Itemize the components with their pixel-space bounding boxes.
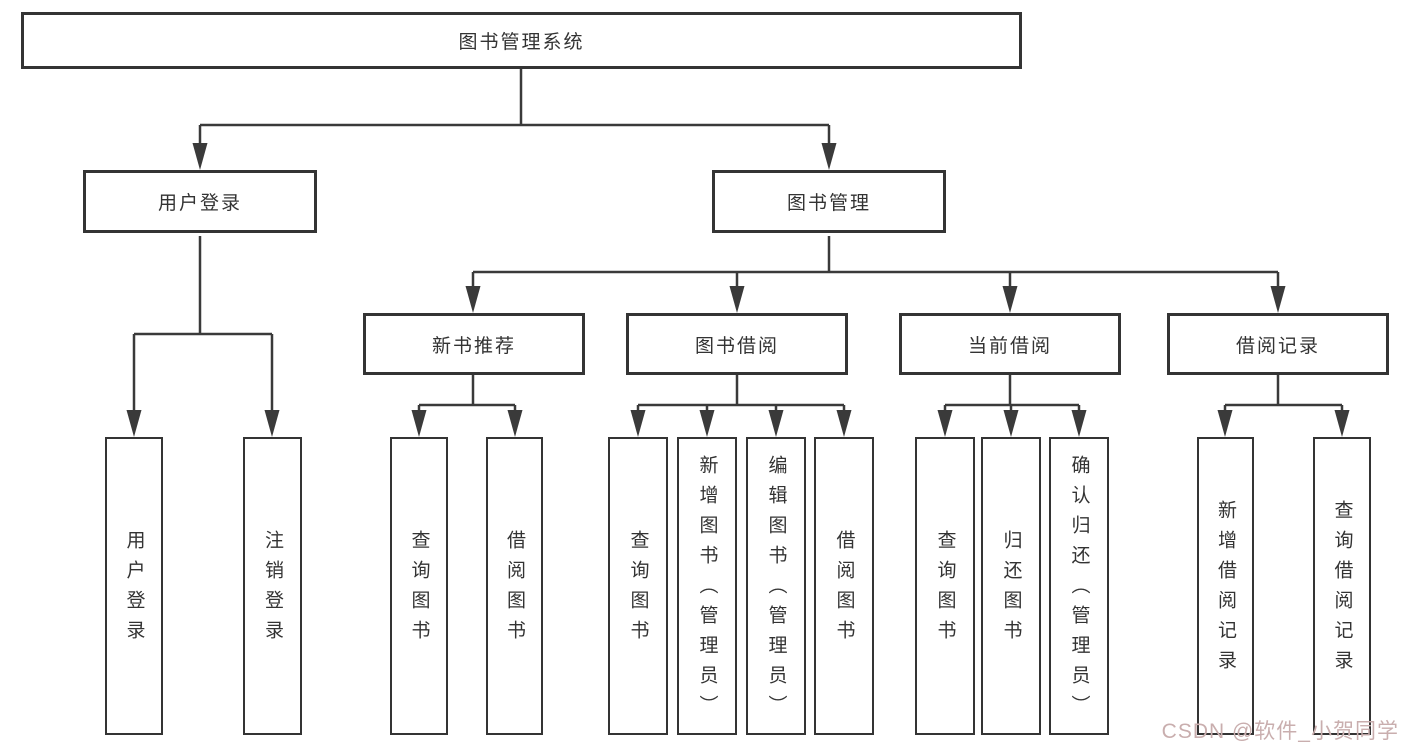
leaf-confirm-return-admin: 确认归还（管理员）: [1049, 437, 1109, 735]
node-borrowing-records: 借阅记录: [1167, 313, 1389, 375]
leaf-edit-books-admin: 编辑图书（管理员）: [746, 437, 806, 735]
leaf-add-borrow-record: 新增借阅记录: [1197, 437, 1254, 735]
csdn-watermark: CSDN @软件_小贺同学: [1161, 720, 1399, 743]
leaf-query-borrow-record: 查询借阅记录: [1313, 437, 1371, 735]
node-user-login: 用户登录: [83, 170, 317, 233]
node-book-management: 图书管理: [712, 170, 946, 233]
leaf-query-books-borrowing: 查询图书: [608, 437, 668, 735]
leaf-borrow-books-recommend: 借阅图书: [486, 437, 543, 735]
leaf-add-books-admin: 新增图书（管理员）: [677, 437, 737, 735]
node-book-borrowing: 图书借阅: [626, 313, 848, 375]
leaf-user-login: 用户登录: [105, 437, 163, 735]
leaf-query-books-recommend: 查询图书: [390, 437, 448, 735]
leaf-return-books: 归还图书: [981, 437, 1041, 735]
node-new-book-recommend: 新书推荐: [363, 313, 585, 375]
leaf-query-books-current: 查询图书: [915, 437, 975, 735]
node-library-management-system: 图书管理系统: [21, 12, 1022, 69]
node-current-borrowing: 当前借阅: [899, 313, 1121, 375]
leaf-logout: 注销登录: [243, 437, 302, 735]
leaf-borrow-books-borrowing: 借阅图书: [814, 437, 874, 735]
